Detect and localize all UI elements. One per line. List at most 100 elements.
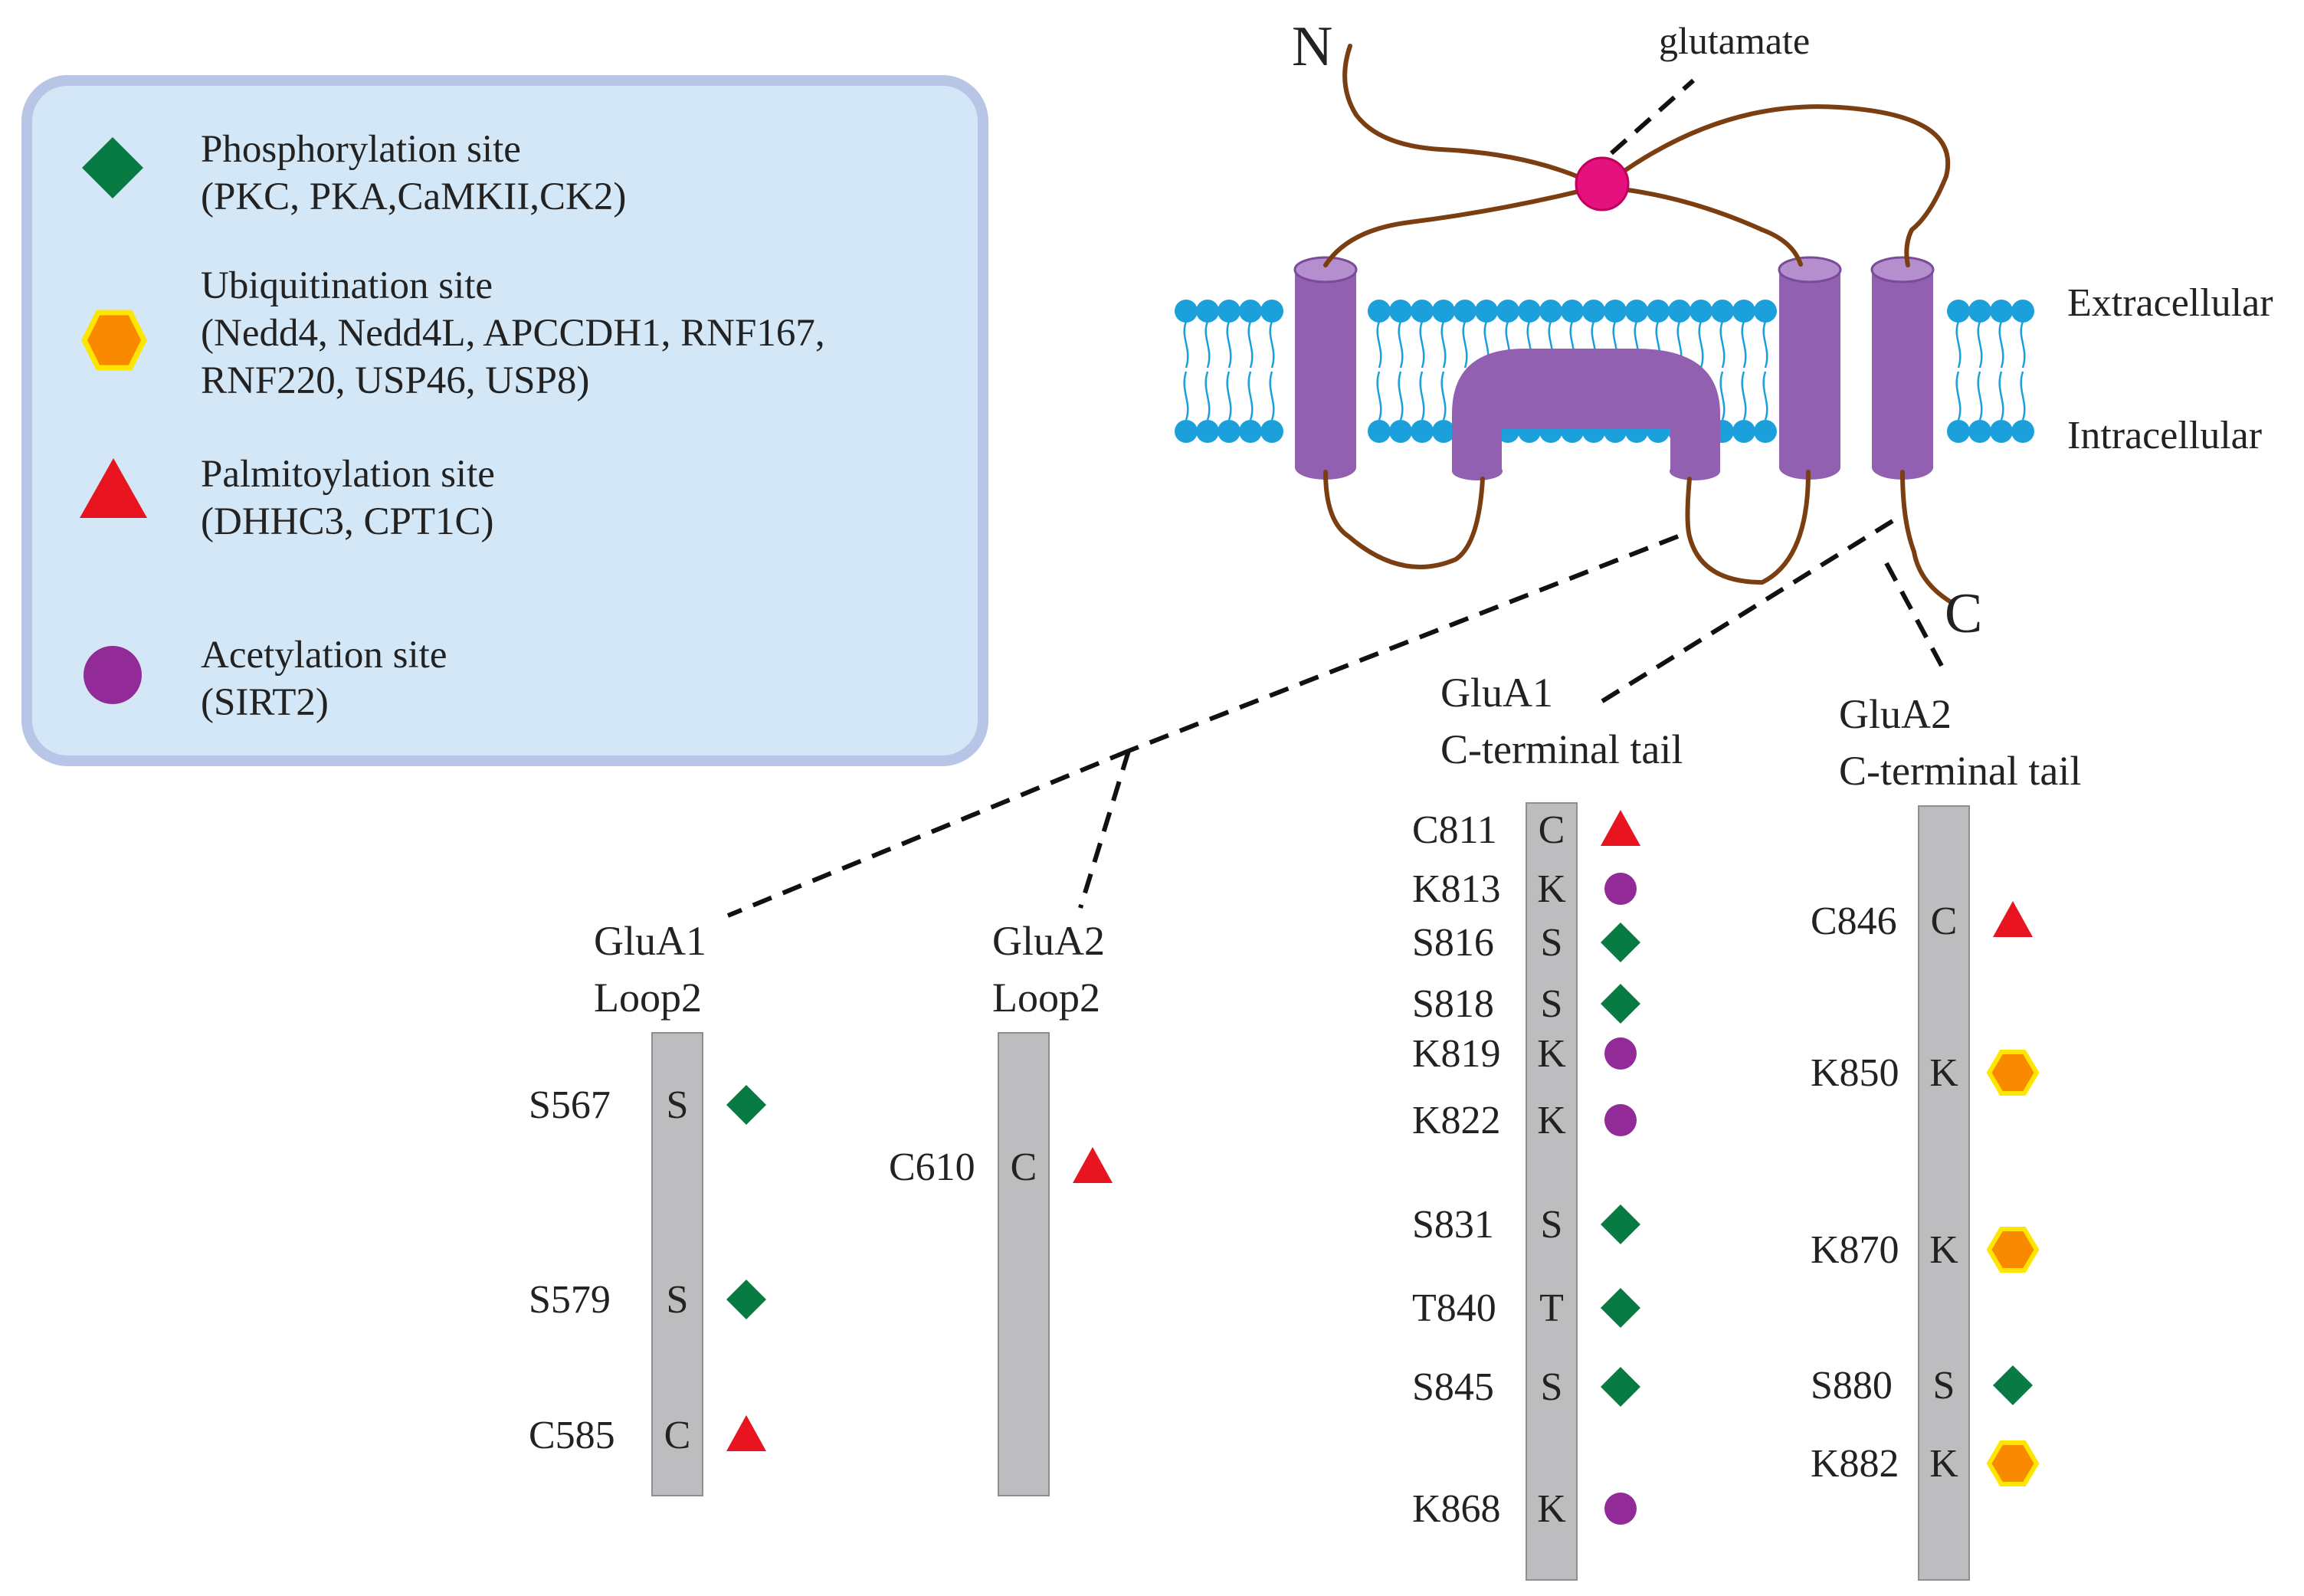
lipid-head — [2011, 420, 2034, 443]
lipid-tail — [1419, 321, 1425, 421]
residue-letter: S — [1541, 982, 1563, 1026]
lipid-head — [1647, 300, 1670, 323]
circle-icon — [1604, 1104, 1637, 1136]
legend-panel: Phosphorylation site (PKC, PKA,CaMKII,CK… — [21, 75, 988, 766]
sequence-bar — [998, 1032, 1050, 1496]
lipid-head — [1496, 300, 1519, 323]
diamond-icon — [726, 1280, 766, 1319]
lipid-head — [1239, 300, 1262, 323]
lipid-head — [1968, 300, 1991, 323]
lipid-head — [1218, 420, 1240, 443]
lipid-head — [1260, 300, 1283, 323]
sequence-bar — [1526, 802, 1578, 1581]
lipid-head — [1990, 420, 2013, 443]
lipid-tail — [1247, 321, 1254, 421]
polypeptide-chain — [1323, 44, 1952, 604]
lipid-head — [1582, 300, 1605, 323]
legend-detail: (PKC, PKA,CaMKII,CK2) — [201, 175, 627, 218]
lipid-head — [1260, 420, 1283, 443]
transmembrane-helices — [1293, 256, 1935, 480]
lipid-tail — [1998, 321, 2004, 421]
lipid-head — [1518, 300, 1541, 323]
residue-letter: S — [1541, 1365, 1563, 1409]
hexagon-icon — [81, 310, 147, 371]
helix-m4 — [1870, 256, 1935, 480]
circle-icon — [1604, 1493, 1637, 1525]
site-label: S818 — [1412, 982, 1494, 1026]
lipid-tail — [1226, 321, 1232, 421]
site-label: K870 — [1811, 1228, 1899, 1272]
residue-letter: K — [1929, 1051, 1958, 1095]
triangle-icon — [1601, 810, 1640, 846]
n-terminus-label: N — [1292, 15, 1332, 78]
lipid-tail — [1955, 321, 1962, 421]
diamond-icon — [1601, 1204, 1640, 1244]
residue-letter: S — [1933, 1364, 1955, 1408]
lipid-head — [1368, 300, 1391, 323]
lipid-head — [1389, 300, 1412, 323]
residue-letter: C — [1931, 900, 1958, 943]
lipid-head — [1668, 300, 1691, 323]
lipid-head — [1239, 420, 1262, 443]
diamond-icon — [1993, 1365, 2033, 1405]
triangle-icon — [726, 1415, 766, 1451]
diamond-icon — [1601, 1367, 1640, 1407]
lipid-head — [1689, 300, 1712, 323]
circle-icon — [84, 646, 142, 704]
residue-letter: K — [1537, 1032, 1566, 1076]
connector-lines — [726, 78, 1948, 918]
site-label: K868 — [1412, 1487, 1501, 1531]
site-label: C811 — [1412, 808, 1497, 852]
residue-letter: C — [664, 1414, 691, 1457]
site-label: C610 — [889, 1145, 975, 1189]
lipid-head — [1732, 300, 1755, 323]
legend-detail: RNF220, USP46, USP8) — [201, 359, 590, 402]
lipid-tail — [1762, 321, 1768, 421]
legend-title: Palmitoylation site — [201, 453, 495, 496]
lipid-head — [1754, 300, 1777, 323]
diamond-icon — [82, 137, 143, 198]
sequence-bar — [651, 1032, 703, 1496]
residue-letter: S — [1541, 921, 1563, 965]
site-label: K882 — [1811, 1442, 1899, 1486]
lipid-head — [1561, 300, 1584, 323]
lipid-head — [1432, 300, 1455, 323]
legend-detail: (SIRT2) — [201, 681, 329, 724]
lipid-tail — [1204, 321, 1211, 421]
lipid-head — [1539, 300, 1562, 323]
residue-letter: K — [1537, 867, 1566, 911]
lipid-head — [1196, 300, 1219, 323]
lipid-head — [1454, 300, 1476, 323]
tail-title: GluA2 — [992, 918, 1105, 964]
lipid-tail — [1440, 321, 1447, 421]
diamond-icon — [1601, 984, 1640, 1024]
tail-title: GluA2 — [1839, 691, 1952, 737]
intracellular-label: Intracellular — [2067, 414, 2262, 457]
residue-letter: C — [1011, 1145, 1037, 1189]
hexagon-icon — [1986, 1227, 2040, 1273]
lipid-head — [1368, 420, 1391, 443]
site-label: S567 — [529, 1083, 611, 1127]
lipid-tail — [1376, 321, 1382, 421]
site-label: K822 — [1412, 1099, 1501, 1142]
lipid-head — [1604, 300, 1627, 323]
lipid-head — [1175, 300, 1198, 323]
tail-title: GluA1 — [594, 918, 706, 964]
diamond-icon — [1601, 923, 1640, 962]
diamond-icon — [1601, 1288, 1640, 1328]
helix-m3 — [1778, 256, 1842, 480]
lipid-head — [1196, 420, 1219, 443]
tail-title: Loop2 — [992, 975, 1100, 1021]
helix-m1 — [1293, 256, 1358, 480]
lipid-head — [1411, 420, 1434, 443]
lipid-head — [1990, 300, 2013, 323]
lipid-head — [1625, 300, 1648, 323]
lipid-head — [1732, 420, 1755, 443]
lipid-tail — [1741, 321, 1747, 421]
legend-title: Acetylation site — [201, 634, 447, 677]
triangle-icon — [1073, 1147, 1113, 1183]
